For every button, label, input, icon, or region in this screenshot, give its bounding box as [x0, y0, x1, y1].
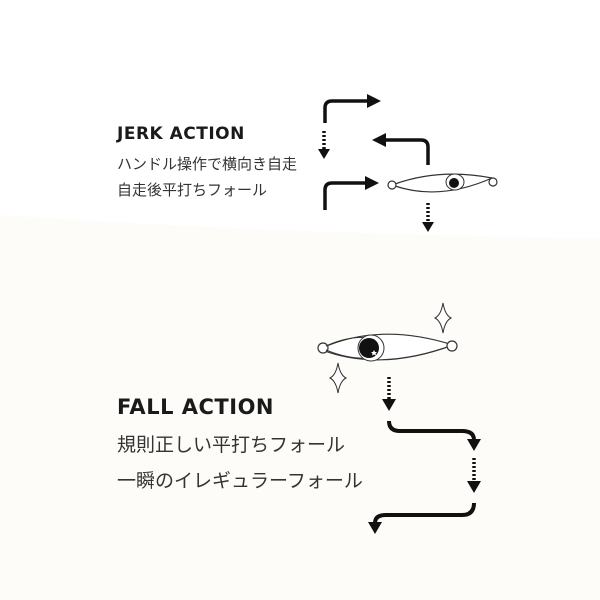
fall-action-title: FALL ACTION [117, 395, 274, 419]
jerk-fall-arrow-dotted [422, 203, 434, 232]
fall-arrow-curve-right [387, 420, 481, 451]
fall-arrow-dotted-2 [467, 458, 481, 493]
fall-action-description-line: 一瞬のイレギュラーフォール [117, 470, 363, 492]
sparkle-icon [328, 362, 348, 394]
jerk-lure-icon [387, 173, 498, 193]
fall-arrow-curve-left [368, 502, 476, 534]
fall-action-description-line: 規則正しい平打ちフォール [117, 434, 346, 456]
jerk-action-description-line: 自走後平打ちフォール [117, 181, 268, 199]
jerk-arrow-up-left [372, 133, 430, 165]
fall-arrow-dotted-1 [382, 377, 396, 411]
jerk-arrow-up-right [323, 94, 381, 123]
jerk-arrow-right-to-lure [323, 176, 379, 210]
background-band [0, 215, 600, 600]
sparkle-icon [433, 302, 453, 334]
fall-lure-icon [317, 333, 458, 362]
jerk-arrow-dotted-down [318, 131, 330, 159]
jerk-action-title: JERK ACTION [117, 124, 245, 144]
jerk-action-description-line: ハンドル操作で横向き自走 [117, 155, 298, 173]
